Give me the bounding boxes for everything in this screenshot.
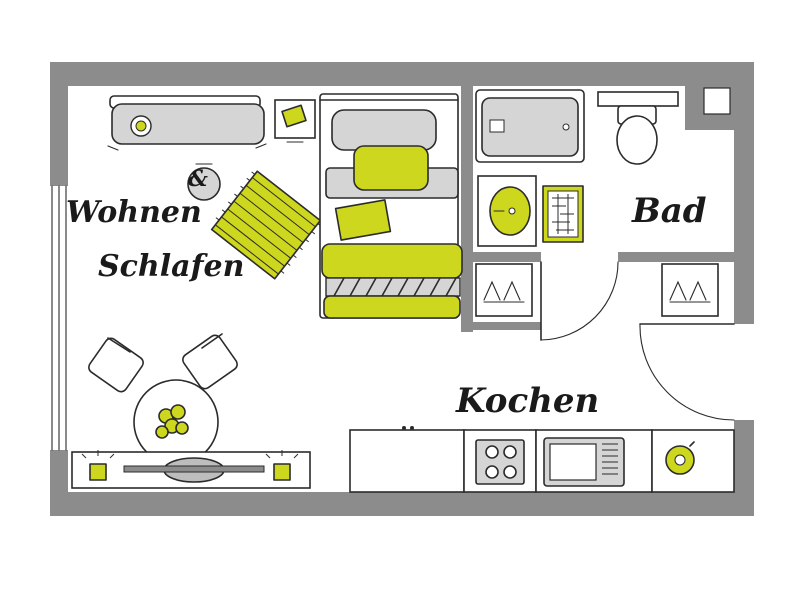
walls [50,62,754,516]
washing-machine-icon [661,263,719,317]
toilet-icon [597,91,679,165]
room-label-living: Wohnen [66,195,202,230]
plant-icon [155,404,189,439]
side-table-icon [274,99,316,143]
door-swing-icon [639,323,735,421]
floor-lamp-icon [187,163,221,201]
door-swing-icon [540,261,619,341]
counter-icon [349,426,465,493]
room-label-kitchen: Kochen [455,381,599,421]
chair-icon [182,333,238,390]
chair-icon [88,337,144,393]
sink-icon [477,175,537,247]
window [51,185,67,451]
kitchen-sink-icon [535,429,653,493]
bathtub-icon [475,89,585,163]
cooktop-icon [463,429,537,493]
room-label-sleeping: Schlafen [98,249,244,284]
kettle-icon [651,429,735,493]
washing-machine-icon [475,263,533,317]
room-label-ampersand: & [188,166,208,192]
sofa-icon [107,95,267,151]
sideboard-icon [71,450,311,489]
rug-icon [210,170,322,280]
bath-mat-icon [542,185,584,243]
room-label-bathroom: Bad [631,191,707,231]
bed-icon [319,93,463,319]
